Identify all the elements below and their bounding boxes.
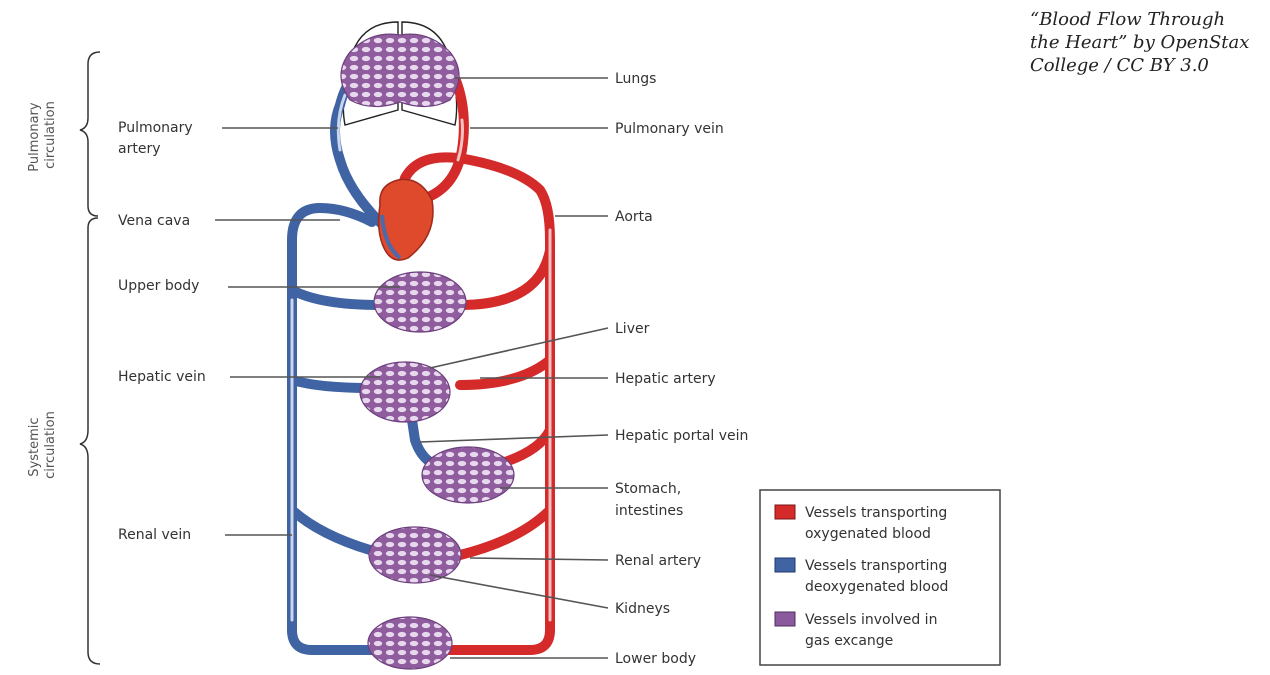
liver-label: Liver [615, 321, 650, 337]
pulmonary-vein-label: Pulmonary vein [615, 121, 724, 137]
systemic-circulation-label: Systemic circulation [27, 411, 58, 479]
circulation-diagram: Pulmonary circulation Systemic circulati… [0, 0, 1030, 675]
upper-body-capillary-bed [374, 272, 466, 332]
attribution-credit: “Blood Flow Through the Heart” by OpenSt… [1030, 8, 1266, 77]
pulmonary-artery-label: Pulmonary artery [118, 120, 197, 157]
lungs-label: Lungs [615, 71, 656, 87]
kidneys-label: Kidneys [615, 601, 670, 617]
renal-vein-label: Renal vein [118, 527, 191, 543]
aorta-label: Aorta [615, 209, 653, 225]
credit-line-1: “Blood Flow Through [1030, 8, 1266, 31]
legend-swatch-exchange [775, 612, 795, 626]
hepatic-vein-label: Hepatic vein [118, 369, 206, 385]
legend-swatch-deoxygenated [775, 558, 795, 572]
lower-body-label: Lower body [615, 651, 696, 667]
systemic-brace [80, 218, 100, 664]
stomach-intestines-label: Stomach, intestines [615, 481, 686, 519]
capillary-beds [341, 34, 514, 669]
legend-swatch-oxygenated [775, 505, 795, 519]
legend: Vessels transporting oxygenated blood Ve… [760, 490, 1000, 665]
hepatic-artery-label: Hepatic artery [615, 371, 716, 387]
stomach-capillary-bed [422, 447, 514, 503]
credit-line-3: College / CC BY 3.0 [1030, 54, 1266, 77]
upper-body-label: Upper body [118, 278, 199, 294]
vena-cava-label: Vena cava [118, 213, 190, 229]
heart [379, 179, 433, 260]
lungs-capillary-bed [341, 34, 459, 106]
kidneys-capillary-bed [369, 527, 461, 583]
pulmonary-brace [80, 52, 100, 216]
credit-line-2: the Heart” by OpenStax [1030, 31, 1266, 54]
pulmonary-circulation-label: Pulmonary circulation [27, 98, 58, 171]
lower-body-capillary-bed [368, 617, 452, 669]
hepatic-portal-vein-label: Hepatic portal vein [615, 428, 748, 444]
renal-artery-label: Renal artery [615, 553, 701, 569]
liver-capillary-bed [360, 362, 450, 422]
